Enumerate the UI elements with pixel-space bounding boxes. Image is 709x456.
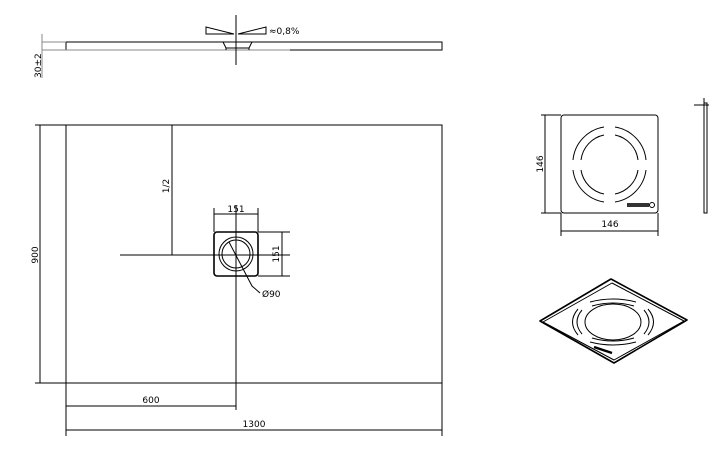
drain-width-label: 151: [227, 205, 244, 215]
grate-isometric: [539, 278, 688, 364]
height-label: 30±2: [34, 53, 44, 78]
plan-view: 900 1/2 Ø90 151 151 600 1300: [31, 124, 443, 436]
grate-logo: [627, 203, 649, 207]
drain-body: [213, 231, 259, 277]
profile-view: ≈0,8% 30±2: [34, 15, 443, 78]
grate-width-label: 146: [601, 220, 618, 230]
grate-height-label: 146: [536, 155, 546, 172]
half-label: 1/2: [162, 179, 172, 193]
drain-diameter-label: Ø90: [262, 289, 281, 300]
depth-label: 900: [31, 246, 41, 263]
drain-offset-label: 600: [142, 396, 159, 406]
drain-depth-label: 151: [272, 245, 282, 262]
width-label: 1300: [243, 420, 266, 430]
grate-side-view: [694, 98, 709, 214]
slope-label: ≈0,8%: [269, 27, 300, 37]
grate-view: 146 146: [536, 114, 659, 236]
